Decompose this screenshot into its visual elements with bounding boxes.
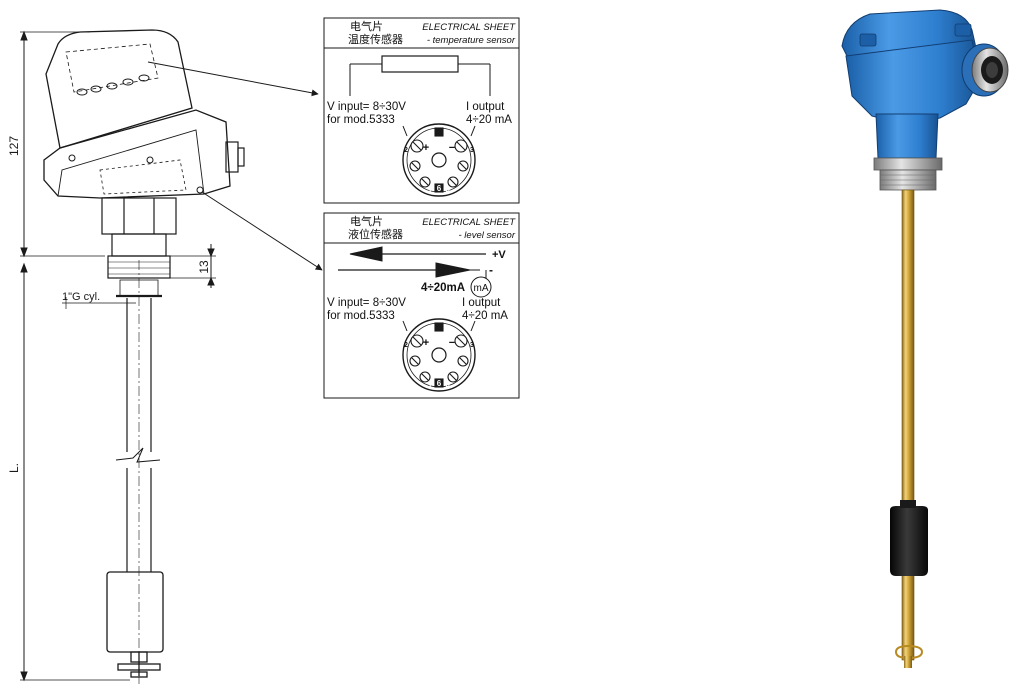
level-terminal-4: 4 [446,381,451,390]
dim-127-label: 127 [7,136,21,156]
temp-v-input: V input= 8÷30V [327,101,406,113]
level-terminal-block: + − 1 2 3 4 6 [402,318,476,392]
temp-terminal-4: 4 [446,186,451,195]
level-terminal-6: 6 [437,379,442,388]
temp-terminal-minus: − [449,142,455,154]
level-title-cn-2: 液位传感器 [348,227,403,241]
float-drawing [106,571,164,678]
level-title-cn-1: 电气片 [350,214,383,228]
temp-terminal-3: 3 [470,147,474,154]
level-title-en-2: - level sensor [459,230,516,241]
blue-head [841,9,1009,159]
level-terminal-minus: − [449,337,455,349]
temp-output-range: 4÷20 mA [466,114,512,126]
level-terminal-plus: + [423,337,429,349]
level-plus-v: +V [492,249,506,261]
current-loop-arrows [338,246,487,284]
thread-fitting [873,157,943,191]
milliammeter-symbol [470,276,492,298]
level-current-label: 4÷20mA [421,282,465,294]
temp-terminal-plus: + [423,142,429,154]
level-for-mod: for mod.5333 [327,310,395,322]
bottom-clip [894,644,924,668]
brass-rod [901,189,915,661]
rod-drawing [115,260,161,684]
temp-title-cn-1: 电气片 [350,19,383,33]
level-terminal-3: 3 [470,342,474,349]
thread-label: 1"G cyl. [62,291,100,303]
leader-to-level-sheet [201,191,323,271]
level-sheet: 电气片 液位传感器 ELECTRICAL SHEET - level senso… [323,212,520,399]
resistor-circuit [349,55,491,96]
product-illustration [841,9,1009,668]
level-minus: - [489,263,493,277]
temp-title-cn-2: 温度传感器 [348,32,403,46]
temperature-sheet: 电气片 温度传感器 ELECTRICAL SHEET - temperature… [323,17,520,204]
level-meter-label: mA [474,283,489,294]
temp-terminal-2: 2 [404,147,408,154]
temp-terminal-6: 6 [437,184,442,193]
level-terminal-2: 2 [404,342,408,349]
leader-to-temp-sheet [147,61,319,97]
temp-terminal-1: 1 [428,186,433,195]
level-i-output: I output [462,297,501,309]
dim-L-label: L. [7,463,21,473]
temp-terminal-block: + − 1 2 3 4 6 [402,123,476,197]
temp-for-mod: for mod.5333 [327,114,395,126]
level-output-range: 4÷20 mA [462,310,508,322]
temp-title-en-1: ELECTRICAL SHEET [422,22,516,33]
head-housing-drawing [43,29,245,199]
temp-i-output: I output [466,101,505,113]
level-title-en-1: ELECTRICAL SHEET [422,217,516,228]
dim-13-label: 13 [197,260,211,274]
technical-drawing [20,29,323,684]
level-v-input: V input= 8÷30V [327,297,406,309]
level-terminal-1: 1 [428,381,433,390]
temp-title-en-2: - temperature sensor [427,35,516,46]
black-float [890,500,928,576]
